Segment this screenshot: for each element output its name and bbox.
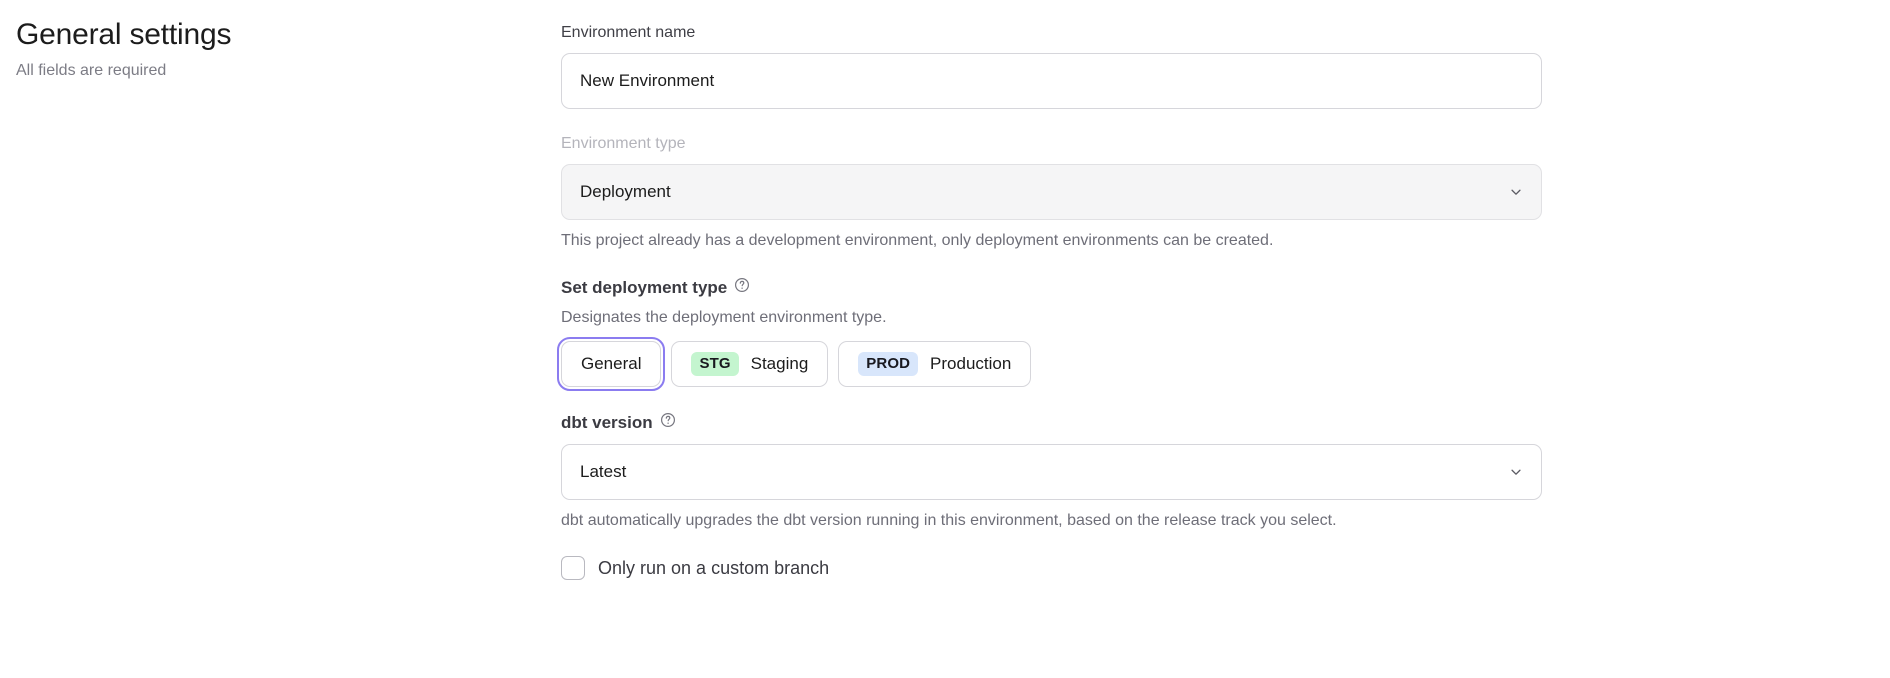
deployment-type-option-staging-label: Staging (750, 354, 809, 373)
deployment-type-option-general[interactable]: General (556, 337, 666, 391)
deployment-type-options: General STG Staging PROD Production (556, 337, 1543, 391)
page-subtitle: All fields are required (16, 62, 167, 79)
dbt-version-heading: dbt version (561, 413, 653, 432)
deployment-type-heading: Set deployment type (561, 278, 728, 297)
spacer (561, 434, 1543, 444)
deployment-type-option-production-label: Production (930, 354, 1012, 373)
question-circle-icon[interactable] (660, 411, 676, 434)
settings-form: Environment name New Environment Environ… (556, 22, 1543, 580)
spacer (561, 109, 1543, 133)
deployment-type-option-staging[interactable]: STG Staging (671, 341, 829, 387)
spacer (561, 387, 1543, 411)
chevron-down-icon (1509, 185, 1523, 199)
environment-type-field: Environment type Deployment This project… (561, 133, 1543, 252)
production-badge: PROD (858, 352, 919, 376)
dbt-version-helper: dbt automatically upgrades the dbt versi… (561, 512, 1337, 529)
chevron-down-icon (1509, 465, 1523, 479)
environment-name-label: Environment name (561, 24, 696, 41)
custom-branch-checkbox[interactable] (561, 556, 585, 580)
deployment-type-description: Designates the deployment environment ty… (561, 309, 887, 326)
page-header: General settings All fields are required (16, 16, 536, 82)
custom-branch-label: Only run on a custom branch (598, 558, 830, 578)
environment-name-field: Environment name New Environment (561, 22, 1543, 109)
deployment-type-option-general-label: General (581, 354, 642, 373)
dbt-version-value: Latest (580, 462, 627, 481)
environment-name-input[interactable]: New Environment (561, 53, 1542, 109)
dbt-version-field: dbt version Latest dbt aut (561, 411, 1543, 532)
environment-name-value: New Environment (580, 71, 715, 90)
environment-type-select[interactable]: Deployment (561, 164, 1542, 220)
deployment-type-option-production[interactable]: PROD Production (838, 341, 1032, 387)
environment-type-value: Deployment (580, 182, 671, 201)
deployment-type-field: Set deployment type Designates the deplo… (556, 276, 1543, 391)
staging-badge: STG (691, 352, 739, 376)
dbt-version-heading-row: dbt version (561, 411, 1543, 434)
deployment-type-heading-row: Set deployment type (561, 276, 1543, 299)
environment-type-helper: This project already has a development e… (561, 232, 1274, 249)
custom-branch-row[interactable]: Only run on a custom branch (561, 556, 1543, 580)
page-title: General settings (16, 18, 232, 51)
spacer (561, 252, 1543, 276)
environment-type-label: Environment type (561, 135, 686, 152)
dbt-version-select[interactable]: Latest (561, 444, 1542, 500)
question-circle-icon[interactable] (734, 276, 750, 299)
